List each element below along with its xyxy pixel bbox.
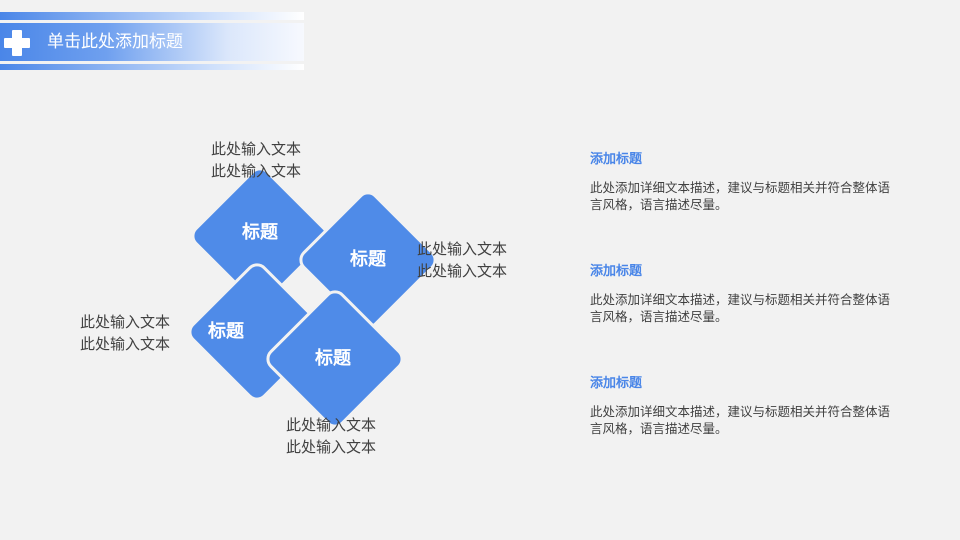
text-right-line-2: 此处输入文本 [417, 262, 508, 280]
header-band [0, 23, 304, 61]
diamond-label-2: 标题 [350, 249, 386, 270]
item-title-3[interactable]: 添加标题 [590, 376, 643, 391]
text-bottom-line-1: 此处输入文本 [286, 416, 377, 434]
item-title-2[interactable]: 添加标题 [590, 264, 643, 279]
page-title[interactable]: 单击此处添加标题 [47, 32, 183, 52]
text-top-line-1: 此处输入文本 [211, 140, 302, 158]
header-line-bottom [0, 64, 304, 70]
medical-cross-icon [4, 30, 30, 56]
text-right[interactable]: 此处输入文本 此处输入文本 [417, 238, 507, 282]
item-title-1[interactable]: 添加标题 [590, 152, 643, 167]
text-bottom-line-2: 此处输入文本 [286, 438, 377, 456]
text-left-line-2: 此处输入文本 [80, 335, 171, 353]
text-right-line-1: 此处输入文本 [417, 240, 508, 258]
diamond-label-4: 标题 [315, 348, 351, 369]
diamond-label-1: 标题 [242, 222, 278, 243]
text-top-line-2: 此处输入文本 [211, 162, 302, 180]
header-line-top [0, 12, 304, 20]
text-left[interactable]: 此处输入文本 此处输入文本 [80, 311, 170, 355]
item-desc-2[interactable]: 此处添加详细文本描述，建议与标题相关并符合整体语言风格，语言描述尽量。 [590, 292, 891, 324]
item-desc-3[interactable]: 此处添加详细文本描述，建议与标题相关并符合整体语言风格，语言描述尽量。 [590, 404, 891, 436]
text-top[interactable]: 此处输入文本 此处输入文本 [211, 138, 301, 182]
diamond-label-3: 标题 [208, 321, 244, 342]
item-desc-1[interactable]: 此处添加详细文本描述，建议与标题相关并符合整体语言风格，语言描述尽量。 [590, 180, 891, 212]
text-bottom[interactable]: 此处输入文本 此处输入文本 [286, 414, 376, 458]
text-left-line-1: 此处输入文本 [80, 313, 171, 331]
